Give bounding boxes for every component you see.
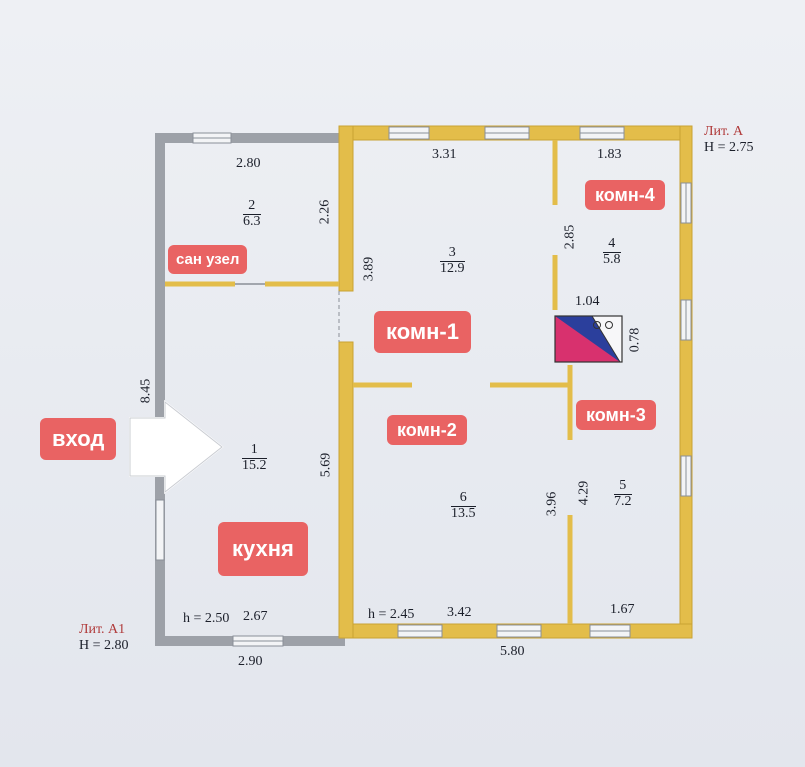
room-6-area: 13.5 [451,505,476,521]
tag-kuhnya: кухня [218,522,308,576]
room-6-label: 6 13.5 [451,490,476,521]
dim-2-67: 2.67 [243,609,268,624]
ceiling-height-left: h = 2.50 [183,611,230,626]
room-3-label: 3 12.9 [440,245,465,276]
lit-a1-title: Лит. А1 [79,622,126,637]
dim-2-90: 2.90 [238,654,263,669]
room-5-area: 7.2 [614,493,632,509]
main-wall-left-upper [338,125,354,292]
dim-1-67: 1.67 [610,602,635,617]
dim-2-85: 2.85 [562,224,578,250]
room-4-label: 4 5.8 [603,236,621,267]
dim-2-80-top: 2.80 [236,156,261,171]
lit-a-title: Лит. А [704,124,744,139]
ceiling-height-mid: h = 2.45 [368,607,415,622]
lit-a-label: Лит. А H = 2.75 [704,124,754,156]
room-1-label: 1 15.2 [242,442,267,473]
room-2-label: 2 6.3 [243,198,261,229]
room-2-number: 2 [243,198,261,215]
tag-vhod: вход [40,418,117,460]
room-4-area: 5.8 [603,251,621,267]
tag-san-uzel: сан узел [168,245,248,274]
dim-3-96: 3.96 [544,491,560,517]
dim-8-45: 8.45 [138,378,154,404]
room-5-number: 5 [614,478,632,495]
room-4-number: 4 [603,236,621,253]
dim-3-31: 3.31 [432,147,457,162]
lit-a1-height: H = 2.80 [79,638,129,654]
tag-komn-4: комн-4 [585,180,665,210]
dim-4-29: 4.29 [576,480,592,506]
lit-a-height: H = 2.75 [704,140,754,156]
dim-0-78: 0.78 [627,327,643,353]
tag-komn-3: комн-3 [576,400,656,430]
room-3-area: 12.9 [440,260,465,276]
entrance-arrow [129,399,224,495]
ext-wall-left [155,133,165,645]
window-12 [155,499,165,561]
room-1-number: 1 [242,442,267,459]
dim-3-42: 3.42 [447,605,472,620]
tag-komn-1: комн-1 [374,311,471,353]
room-3-number: 3 [440,245,465,262]
room-2-area: 6.3 [243,213,261,229]
ext-wall-top [155,133,345,143]
dim-1-04: 1.04 [575,294,600,309]
dim-3-89: 3.89 [361,256,377,282]
room-1-area: 15.2 [242,457,267,473]
tag-komn-2: комн-2 [387,415,467,445]
dim-5-80: 5.80 [500,644,525,659]
room-6-number: 6 [451,490,476,507]
lit-a1-label: Лит. А1 H = 2.80 [79,622,129,654]
main-wall-left-lower [338,341,354,639]
room-5-label: 5 7.2 [614,478,632,509]
dim-1-83: 1.83 [597,147,622,162]
partitions [165,140,573,624]
stove [554,315,623,363]
dim-2-26: 2.26 [317,199,333,225]
dim-5-69: 5.69 [318,452,334,478]
